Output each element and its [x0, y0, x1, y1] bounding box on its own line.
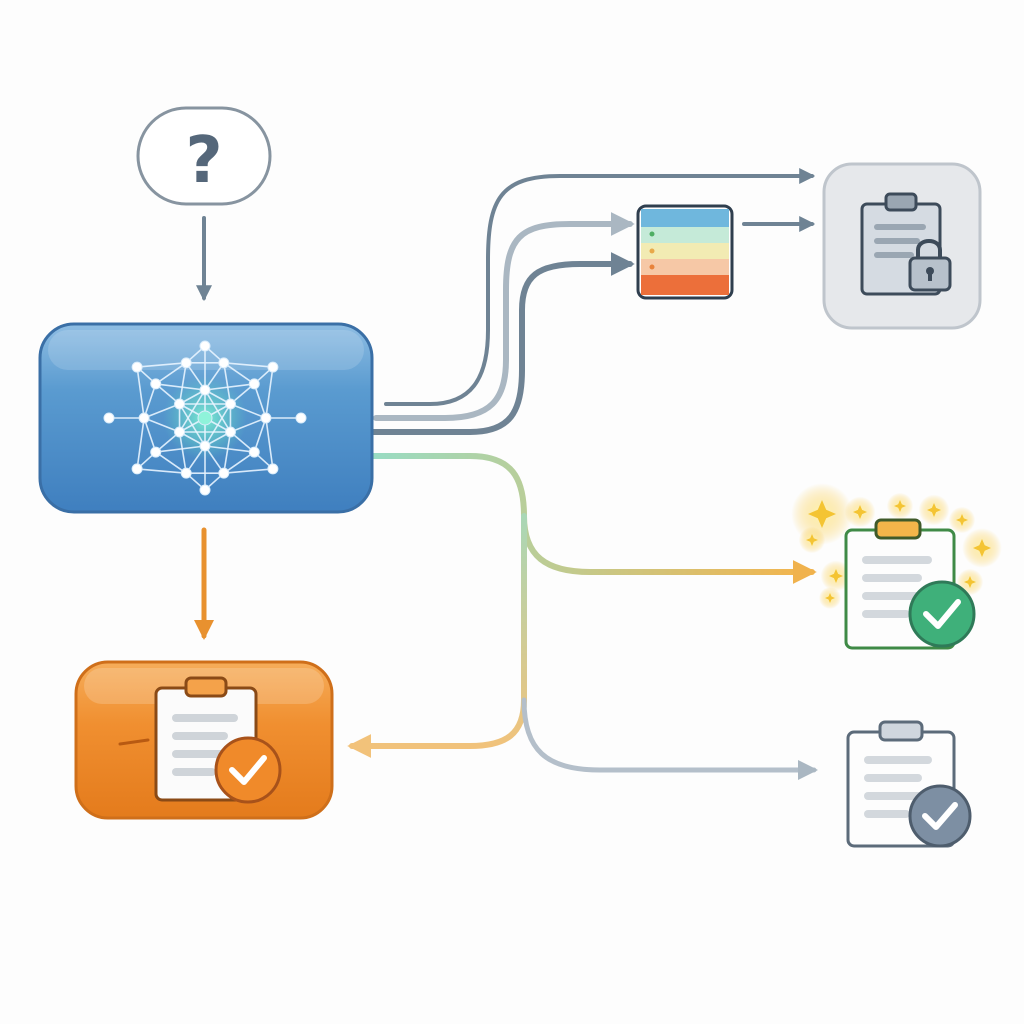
network-node: [267, 463, 279, 475]
query-symbol: ?: [185, 124, 222, 198]
network-node: [199, 384, 211, 396]
network-node: [218, 357, 230, 369]
network-edge: [204, 383, 255, 391]
network-edge: [136, 366, 145, 419]
lock-icon: [908, 239, 952, 292]
locked-doc: [822, 162, 982, 330]
network-edge: [137, 468, 187, 474]
question-bubble-icon: ?: [185, 124, 222, 198]
network-edge: [143, 403, 180, 419]
sparkle-star: [808, 500, 836, 528]
arrow-model-to-locked-doc: [384, 168, 816, 406]
network-node: [199, 440, 211, 452]
ranked-list: [636, 204, 734, 300]
network-edge: [223, 451, 255, 474]
network-node: [150, 446, 162, 458]
clipboard-check-sparkle-icon: [844, 518, 976, 650]
network-node: [180, 467, 192, 479]
network-edge: [143, 417, 180, 433]
network-edge: [178, 403, 206, 447]
arrow-model-to-output-return: [347, 513, 527, 758]
network-node: [218, 467, 230, 479]
sparkle-star: [956, 514, 968, 526]
network-edge: [143, 417, 157, 453]
network-node: [197, 410, 213, 426]
network-node: [295, 412, 307, 424]
pencil-mark: [118, 738, 150, 746]
plain-doc: [846, 720, 972, 848]
network-edge: [204, 445, 225, 474]
clipboard-check-icon: [846, 720, 972, 848]
sparkle-icon: [791, 483, 1002, 609]
arrow-model-to-ranked-list-lower: [369, 252, 635, 435]
network-node: [150, 378, 162, 390]
network-node: [174, 426, 186, 438]
clipboard-check-icon: [154, 676, 282, 804]
sparkle-star: [894, 500, 906, 512]
network-edge: [253, 383, 267, 419]
network-edge: [204, 403, 232, 447]
sparkle-star: [829, 569, 843, 583]
network-node: [224, 398, 236, 410]
network-edge: [265, 366, 274, 419]
connectors: [194, 168, 818, 780]
sparkle-star: [806, 534, 818, 546]
output-box: [74, 660, 334, 820]
sparkle-star: [964, 576, 976, 588]
neural-network-icon: [103, 340, 307, 496]
network-edge: [178, 362, 187, 405]
ranked-list-icon: [636, 204, 734, 300]
query-bubble: ?: [136, 106, 272, 206]
sparkle-star: [825, 593, 835, 603]
network-edge: [178, 431, 187, 474]
network-edge: [136, 417, 145, 470]
model-box: [38, 322, 374, 514]
network-edge: [155, 362, 187, 385]
network-edge: [230, 417, 267, 433]
network-node: [131, 463, 143, 475]
network-edge: [185, 445, 206, 474]
network-edge: [223, 431, 232, 474]
network-edge: [155, 445, 206, 453]
network-node: [138, 412, 150, 424]
network-edge: [155, 383, 206, 391]
network-edge: [223, 468, 273, 474]
network-node: [103, 412, 115, 424]
network-node: [248, 378, 260, 390]
clipboard-lock-icon: [860, 192, 952, 296]
network-edge: [223, 362, 273, 368]
network-node: [199, 340, 211, 352]
network-edge: [204, 389, 232, 433]
sparkle-star: [927, 503, 941, 517]
arrow-model-to-ranked-list-upper: [373, 212, 635, 421]
network-edge: [137, 362, 187, 368]
highlighted-doc: [791, 483, 1002, 650]
network-node: [260, 412, 272, 424]
network-edge: [155, 451, 187, 474]
network-edge: [204, 445, 255, 453]
network-edge: [230, 403, 267, 419]
network-node: [174, 398, 186, 410]
network-edge: [253, 417, 267, 453]
network-edge: [143, 383, 157, 419]
sparkle-star: [853, 505, 867, 519]
network-node: [199, 484, 211, 496]
arrow-model-to-highlighted-doc: [369, 453, 817, 584]
network-edge: [178, 389, 206, 433]
network-edge: [185, 362, 206, 391]
network-edge: [223, 362, 232, 405]
network-node: [267, 361, 279, 373]
arrow-model-to-plain-doc: [521, 697, 818, 780]
network-edge: [265, 417, 274, 470]
network-edge: [204, 362, 225, 391]
network-node: [224, 426, 236, 438]
network-node: [248, 446, 260, 458]
network-node: [131, 361, 143, 373]
network-node: [180, 357, 192, 369]
network-edge: [223, 362, 255, 385]
sparkle-star: [973, 539, 991, 557]
